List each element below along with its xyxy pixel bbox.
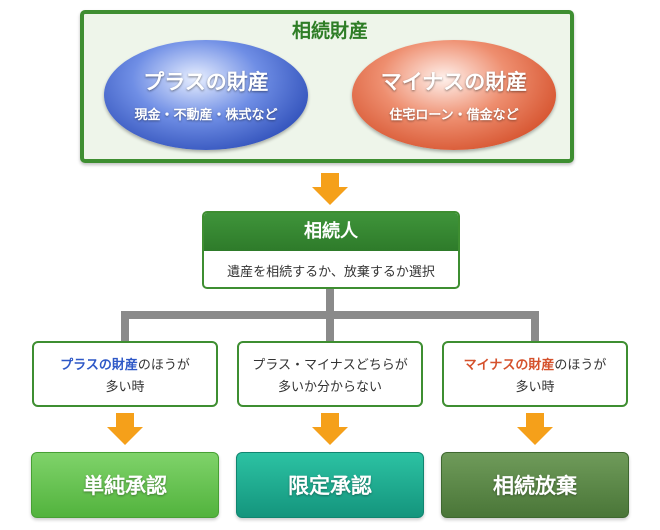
condition-line2: 多い時 [515, 380, 555, 395]
condition-plus-more: プラスの財産のほうが 多い時 [32, 341, 218, 407]
down-arrow-icon [312, 173, 348, 205]
condition-highlight: マイナスの財産 [463, 358, 555, 373]
condition-highlight: プラスの財産 [60, 358, 138, 373]
down-arrow-icon [107, 413, 143, 445]
condition-line2: 多いか分からない [277, 380, 382, 395]
condition-line1: プラスの財産のほうが [34, 355, 216, 377]
estate-title: 相続財産 [291, 20, 368, 42]
minus-assets-title: マイナスの財産 [380, 70, 528, 94]
condition-line1: マイナスの財産のほうが [444, 355, 626, 377]
heir-description: 遺産を相続するか、放棄するか選択 [227, 265, 435, 280]
condition-text: のほうが [137, 358, 190, 373]
condition-line1: プラス・マイナスどちらが [239, 355, 421, 377]
condition-line2: 多い時 [105, 380, 145, 395]
plus-assets-title: プラスの財産 [143, 70, 269, 94]
connector-center [326, 311, 334, 341]
down-arrow-icon [517, 413, 553, 445]
heir-box: 相続人 遺産を相続するか、放棄するか選択 [202, 211, 460, 289]
connector-right [531, 311, 539, 341]
minus-assets-ellipse: マイナスの財産 住宅ローン・借金など [352, 40, 556, 150]
result-renunciation: 相続放棄 [441, 452, 629, 518]
result-simple-acceptance: 単純承認 [31, 452, 219, 518]
condition-text: プラス・マイナスどちらが [252, 358, 408, 373]
condition-text: のほうが [554, 358, 607, 373]
plus-assets-ellipse: プラスの財産 現金・不動産・株式など [104, 40, 308, 150]
connector-stem [326, 289, 334, 315]
heir-title: 相続人 [204, 213, 458, 251]
connector-left [121, 311, 129, 341]
minus-assets-subtitle: 住宅ローン・借金など [389, 108, 519, 123]
plus-assets-subtitle: 現金・不動産・株式など [134, 108, 278, 123]
condition-minus-more: マイナスの財産のほうが 多い時 [442, 341, 628, 407]
condition-unknown: プラス・マイナスどちらが 多いか分からない [237, 341, 423, 407]
down-arrow-icon [312, 413, 348, 445]
result-limited-acceptance: 限定承認 [236, 452, 424, 518]
